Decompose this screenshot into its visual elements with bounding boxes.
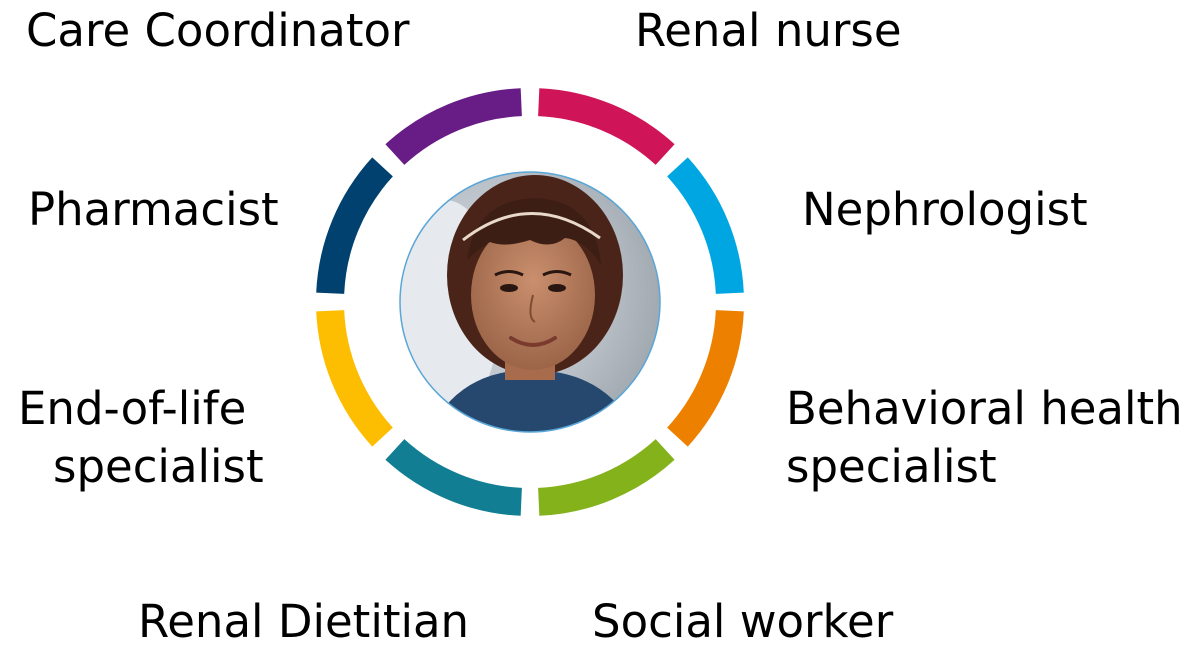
care-team-ring bbox=[316, 88, 744, 516]
patient-photo bbox=[400, 172, 660, 432]
label-nephrologist: Nephrologist bbox=[802, 183, 1088, 236]
ring-segment-end-of-life bbox=[316, 310, 393, 447]
label-renal-nurse: Renal nurse bbox=[635, 4, 902, 57]
label-social-worker: Social worker bbox=[592, 595, 894, 648]
ring-segments bbox=[316, 88, 744, 516]
ring-segment-care-coordinator bbox=[385, 88, 522, 165]
ring-segment-pharmacist bbox=[316, 157, 393, 294]
label-end-of-life-specialist: End-of-life specialist bbox=[18, 380, 264, 496]
label-end-of-life-line1: End-of-life bbox=[18, 382, 247, 435]
label-care-coordinator: Care Coordinator bbox=[26, 4, 410, 57]
ring-segment-behavioral-health bbox=[667, 310, 744, 447]
ring-segment-nephrologist bbox=[667, 157, 744, 294]
label-renal-dietitian: Renal Dietitian bbox=[138, 595, 470, 648]
label-behavioral-health-line1: Behavioral health bbox=[786, 382, 1181, 435]
ring-segment-renal-nurse bbox=[538, 88, 675, 165]
ring-segment-renal-dietitian bbox=[385, 439, 522, 516]
ring-segment-social-worker bbox=[538, 439, 675, 516]
label-pharmacist: Pharmacist bbox=[28, 183, 279, 236]
label-behavioral-health-specialist: Behavioral health specialist bbox=[786, 380, 1181, 496]
label-end-of-life-line2: specialist bbox=[53, 440, 264, 493]
label-behavioral-health-line2: specialist bbox=[786, 440, 997, 493]
